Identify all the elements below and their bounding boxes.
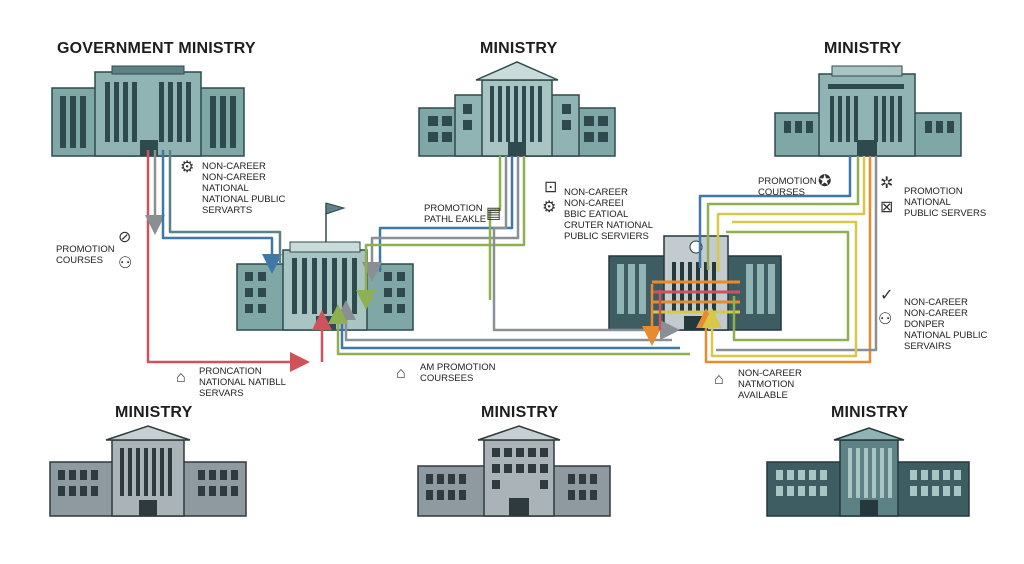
star-badge-icon: ✲ [880, 175, 894, 192]
house-icon-right: ⌂ [714, 371, 724, 388]
label-promotion-courses-left: PROMOTION COURSES [56, 244, 115, 266]
flow-lines [145, 150, 878, 372]
building-bottom-left [49, 425, 247, 517]
people-group-icon: ⚇ [118, 255, 133, 272]
label-noncareer-center: NON-CAREER NON-CAREEI BBIC EATIOAL CRUTE… [564, 187, 654, 242]
checkmark-circle-icon: ⊘ [118, 229, 132, 246]
title-top-center-ministry: MINISTRY [480, 40, 558, 57]
gear-people-icon: ⚙ [180, 159, 195, 176]
checkmark-people-icon: ✓ [880, 287, 894, 304]
building-bottom-right [766, 427, 970, 517]
building-top-center [418, 61, 616, 157]
label-promotion-right: PROMOTION NATIONAL PUBLIC SERVERS [904, 186, 987, 219]
title-top-right-ministry: MINISTRY [824, 40, 902, 57]
building-middle-right [608, 235, 782, 331]
people-icon: ⊠ [880, 199, 894, 216]
people-group-icon-right: ⚇ [878, 311, 893, 328]
title-bottom-center-ministry: MINISTRY [481, 404, 559, 421]
house-icon-center: ⌂ [396, 365, 406, 382]
house-icon: ⌂ [176, 369, 186, 386]
people-gear-icon: ⚙ [542, 199, 557, 216]
building-bottom-center [417, 425, 611, 517]
label-noncareer-left: NON-CAREER NON-CAREER NATIONAL NATIONAL … [202, 161, 286, 216]
label-promotion-path: PROMOTION PATHL EAKLE [424, 203, 487, 225]
building-middle-left [236, 202, 414, 331]
title-bottom-left-ministry: MINISTRY [115, 404, 193, 421]
label-pronocation: PRONCATION NATIONAL NATIBLL SERVARS [199, 366, 286, 399]
document-icon: ▤ [486, 205, 502, 222]
lock-icon: ⊡ [544, 179, 558, 196]
label-promotion-courses-right: PROMOTION COURSES [758, 176, 817, 198]
title-top-left-ministry: GOVERNMENT MINISTRY [57, 40, 256, 57]
badge-icon: ✪ [818, 173, 832, 190]
building-top-left [51, 65, 245, 157]
label-noncareer-right: NON-CAREER NON-CAREER DONPER NATIONAL PU… [904, 297, 988, 352]
label-am-promotion: AM PROMOTION COURSEES [420, 362, 496, 384]
building-top-right [774, 65, 962, 157]
title-bottom-right-ministry: MINISTRY [831, 404, 909, 421]
label-noncareer-bottom: NON-CAREER NATMOTION AVAILABLE [738, 368, 802, 401]
